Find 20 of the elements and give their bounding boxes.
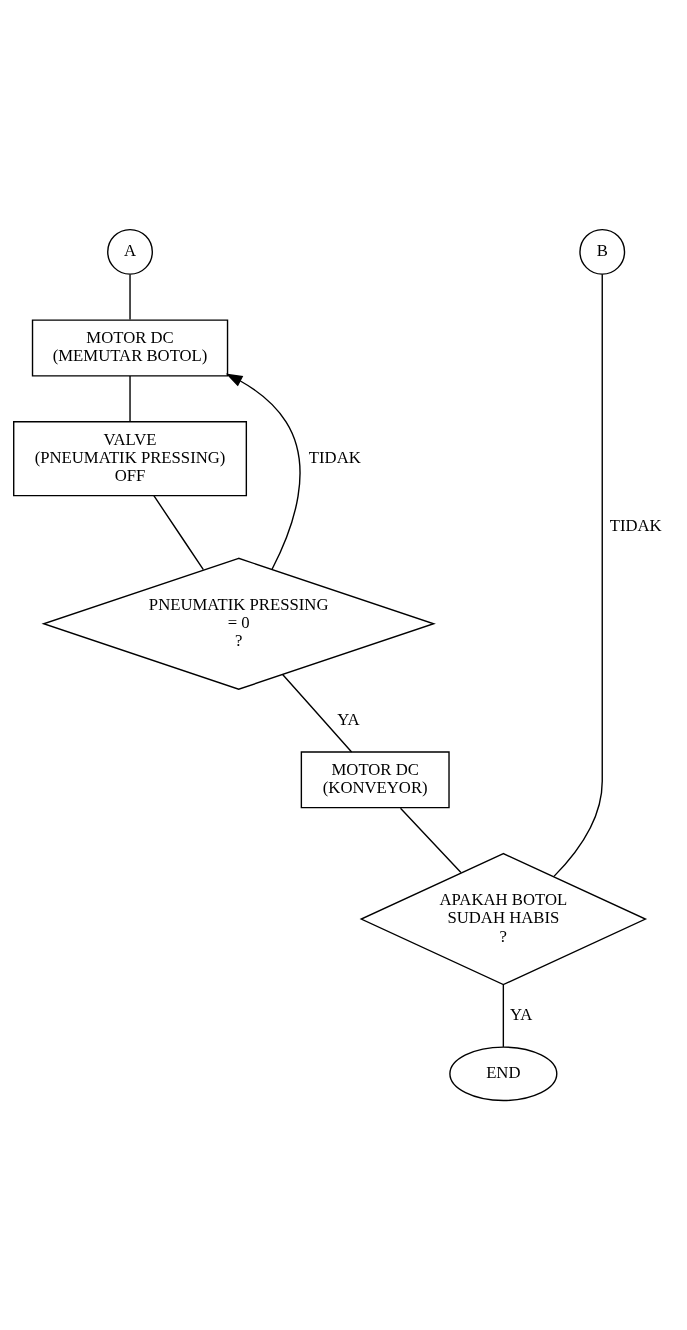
node-diamond: PNEUMATIK PRESSING = 0 ? — [41, 557, 436, 690]
node-circle: B — [579, 228, 626, 275]
edge-label: YA — [337, 709, 359, 729]
node-box: MOTOR DC (KONVEYOR) — [300, 751, 450, 809]
arrow — [225, 373, 301, 570]
connector — [129, 375, 131, 423]
node-diamond: APAKAH BOTOL SUDAH HABIS ? — [359, 852, 648, 986]
connector — [153, 495, 205, 571]
connector — [129, 273, 131, 321]
edge-label: TIDAK — [609, 516, 662, 536]
connector — [553, 273, 603, 878]
node-ellipse: END — [449, 1046, 558, 1102]
connector — [281, 673, 353, 753]
node-box: MOTOR DC (MEMUTAR BOTOL) — [31, 319, 229, 377]
edge-label: TIDAK — [308, 448, 361, 468]
connector — [399, 807, 462, 874]
edge-label: YA — [510, 1005, 532, 1025]
connector — [502, 984, 505, 1048]
node-circle: A — [107, 228, 153, 275]
node-box: VALVE (PNEUMATIK PRESSING) OFF — [13, 421, 248, 497]
